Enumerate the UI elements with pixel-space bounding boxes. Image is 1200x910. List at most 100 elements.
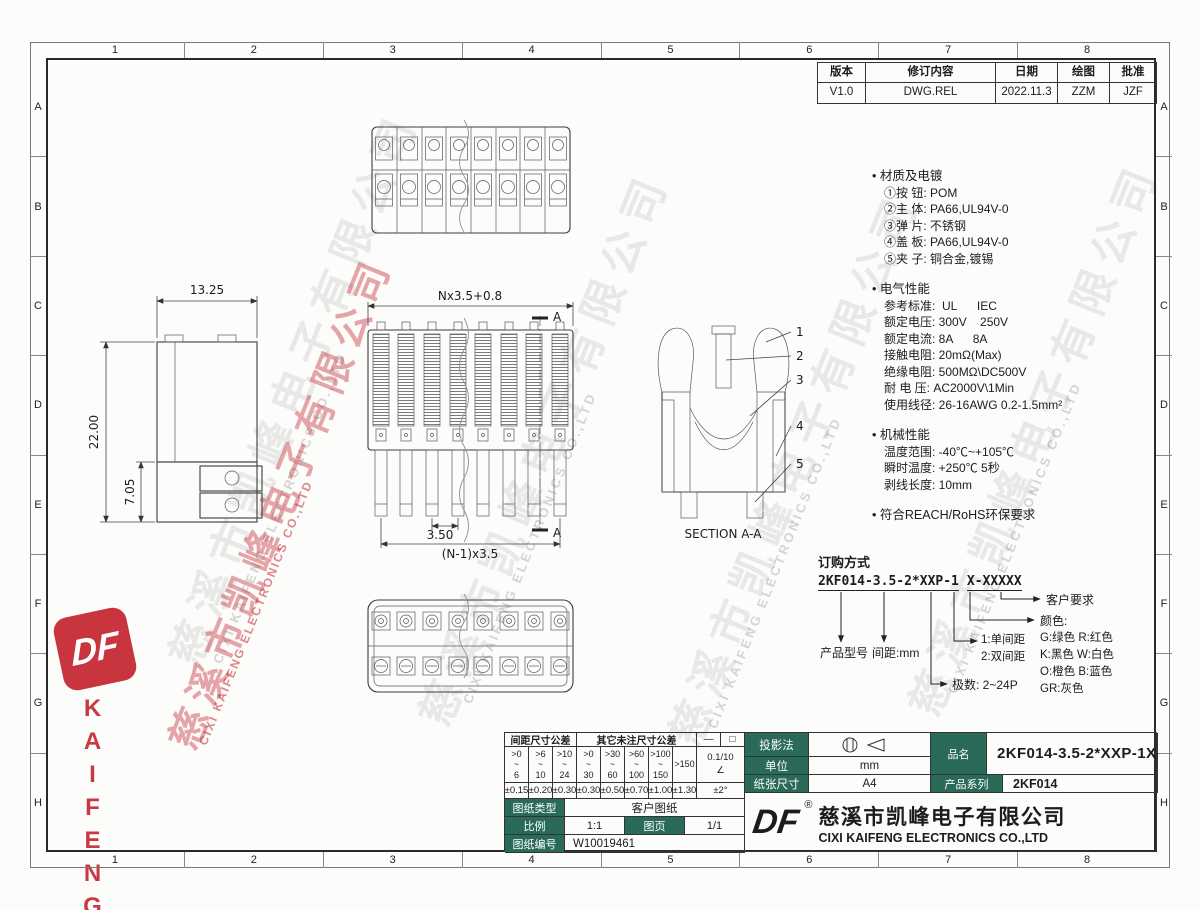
section-title: SECTION A-A xyxy=(685,527,763,541)
front-view-drawing: Nx3.5+0.8 A A 3.50 (N-1)x3.5 xyxy=(367,289,574,561)
mechanical-section-title: 机械性能 xyxy=(872,427,1164,444)
unit-label: 单位 xyxy=(745,757,809,775)
grid-col-label: 4 xyxy=(463,852,602,868)
grid-col-label: 8 xyxy=(1084,44,1091,56)
tolerance-range: >0 ~ 6 xyxy=(505,747,529,783)
electrical-item: 额定电压: 300V 250V xyxy=(884,315,1009,329)
drawing-type-value: 客户图纸 xyxy=(565,799,745,817)
grid-row-label: A xyxy=(1156,58,1172,158)
customer-requirement-label: 客户要求 xyxy=(1046,593,1095,607)
grid-col-label: 1 xyxy=(46,42,185,58)
material-item: ②主 体: PA66,UL94V-0 xyxy=(884,202,1009,216)
tolerance-value: ±0.50 xyxy=(601,783,625,799)
grid-col-label: 1 xyxy=(46,852,185,868)
electrical-item: 耐 电 压: AC2000V\1Min xyxy=(884,381,1015,395)
revision-header: 修订内容 xyxy=(866,63,996,83)
grid-row-label: D xyxy=(1156,356,1172,456)
tolerance-range: >0 ~ 30 xyxy=(577,747,601,783)
grid-col-label: 4 xyxy=(463,42,602,58)
material-section-title: 材质及电镀 xyxy=(872,168,1164,185)
grid-col-label: 7 xyxy=(879,42,1019,58)
grid-ruler-right: A B C D E F G H xyxy=(1156,58,1172,852)
poles-label: 极数: 2~24P xyxy=(952,678,1018,692)
compliance-note: 符合REACH/RoHS环保要求 xyxy=(872,507,1164,524)
section-mark-top: A xyxy=(553,310,562,324)
grid-ruler-top: 1 2 3 4 5 6 7 8 xyxy=(46,42,1156,58)
grid-col-label: 2 xyxy=(185,42,324,58)
dim-pitch-label: 3.50 xyxy=(427,528,454,542)
tolerance-value: ±0.15 xyxy=(505,783,529,799)
revision-date: 2022.11.3 xyxy=(996,83,1058,103)
drawing-number-value: W10019461 xyxy=(565,835,745,853)
break-line xyxy=(459,593,469,679)
tolerance-pitch-header: 间距尺寸公差 xyxy=(505,733,577,747)
grid-row-label: D xyxy=(30,356,46,456)
projection-symbol xyxy=(842,737,884,752)
flatness-symbol: — xyxy=(697,733,721,747)
registered-mark: ® xyxy=(804,799,813,811)
grid-row-label: B xyxy=(30,157,46,257)
tolerance-value: ±0.70 xyxy=(625,783,649,799)
product-name-block: 品名 2KF014-3.5-2*XXP-1X 产品系列 2KF014 xyxy=(931,733,1158,793)
revision-version: V1.0 xyxy=(818,83,866,103)
grid-row-label: E xyxy=(1156,456,1172,555)
grid-row-label: B xyxy=(1156,157,1172,257)
grid-col-label: 6 xyxy=(740,42,880,58)
color-option: GR:灰色 xyxy=(1040,683,1084,695)
electrical-item: 接触电阻: 20mΩ(Max) xyxy=(884,348,1002,362)
section-mark-bottom: A xyxy=(553,526,562,540)
top-view-drawing xyxy=(371,126,571,234)
grid-col-label: 6 xyxy=(740,852,880,868)
grid-row-label: E xyxy=(30,456,46,555)
paper-size-value: A4 xyxy=(809,775,931,793)
grid-row-label: H xyxy=(1160,796,1168,809)
grid-row-label: H xyxy=(34,796,42,809)
title-block: 间距尺寸公差 其它未注尺寸公差 — □ >0 ~ 6 >6 ~ 10 >10 ~… xyxy=(504,732,1158,853)
part-number-3: 3 xyxy=(796,373,804,387)
grid-col-label: 2 xyxy=(185,852,324,868)
revision-approved-by: JZF xyxy=(1123,86,1143,98)
break-line xyxy=(459,119,469,233)
ordering-code-main: 2KF014-3.5-2*XXP-1 xyxy=(818,574,959,591)
section-view-drawing: 1 2 3 4 5 SECTION A-A xyxy=(657,325,804,541)
ordering-title: 订购方式 xyxy=(818,555,871,570)
page-label: 图页 xyxy=(625,817,685,835)
pitch-option: 2:双间距 xyxy=(981,651,1026,663)
product-series-value: 2KF014 xyxy=(1003,775,1158,793)
grid-col-label: 5 xyxy=(602,852,741,868)
product-name-value: 2KF014-3.5-2*XXP-1X xyxy=(987,733,1158,775)
pitch-option: 1:单间距 xyxy=(981,634,1026,646)
unit-value: mm xyxy=(809,757,931,775)
revision-header: 批准 xyxy=(1110,63,1156,83)
electrical-section-title: 电气性能 xyxy=(872,281,1164,298)
electrical-item: 绝缘电阻: 500MΩ\DC500V xyxy=(884,364,1027,379)
page-value: 1/1 xyxy=(685,817,745,835)
company-name-cn: 慈溪市凯峰电子有限公司 xyxy=(818,805,1066,829)
tolerance-value: ±1.30 xyxy=(673,783,697,799)
part-number-1: 1 xyxy=(796,325,804,339)
revision-header: 日期 xyxy=(996,63,1058,83)
drawing-number-label: 图纸编号 xyxy=(505,835,565,853)
break-line xyxy=(459,317,469,543)
dim-pitch-formula-label: Nx3.5+0.8 xyxy=(438,289,502,303)
ordering-code-suffix: X-XXXXX xyxy=(966,574,1022,591)
revision-content: DWG.REL xyxy=(866,83,996,103)
company-logo: DF xyxy=(750,803,802,841)
dim-height-label: 22.00 xyxy=(87,415,101,449)
grid-col-label: 7 xyxy=(879,852,1019,868)
electrical-item: 参考标准: UL IEC xyxy=(884,298,997,313)
electrical-item: 额定电流: 8A 8A xyxy=(884,331,988,346)
product-name-label: 品名 xyxy=(931,733,987,775)
material-item: ③弹 片: 不锈钢 xyxy=(884,218,967,233)
grid-row-label: G xyxy=(1156,654,1172,754)
ordering-code: 2KF014-3.5-2*XXP-1 X-XXXXX xyxy=(818,574,1022,591)
color-option: O:橙色 B:蓝色 xyxy=(1040,666,1113,678)
grid-row-label: C xyxy=(1156,257,1172,357)
electrical-item: 使用线径: 26-16AWG 0.2-1.5mm² xyxy=(884,397,1063,412)
tolerance-range: >6 ~ 10 xyxy=(529,747,553,783)
grid-col-label: 8 xyxy=(1084,854,1091,866)
tolerance-range: >60 ~ 100 xyxy=(625,747,649,783)
tolerance-table: 间距尺寸公差 其它未注尺寸公差 — □ >0 ~ 6 >6 ~ 10 >10 ~… xyxy=(505,733,745,799)
part-number-2: 2 xyxy=(796,349,804,363)
